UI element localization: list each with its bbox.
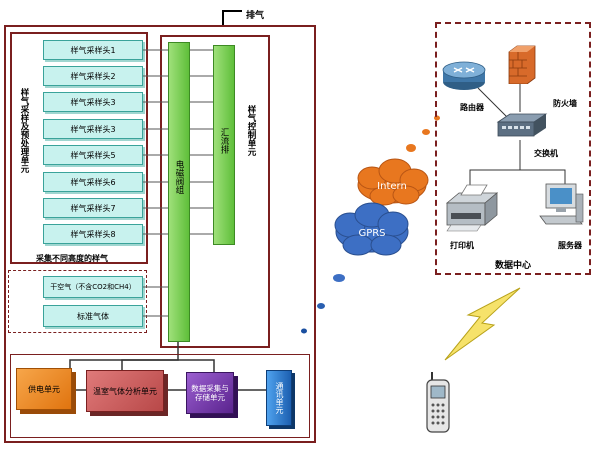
standard-gas-box: 标准气体 [43,305,143,327]
valve-group-bar [168,42,190,342]
switch-label: 交换机 [534,149,558,158]
dry-air-label: 干空气（不含CO2和CH4） [50,283,136,291]
lightning-icon [444,287,521,361]
power-unit: 供电单元 [16,368,72,410]
probe-8: 样气采样头8 [43,224,143,244]
internet-cloud [357,158,429,206]
firewall-icon [508,45,536,84]
printer-icon [445,184,499,232]
internet-label: Intern [377,180,407,192]
control-unit-frame [160,35,270,348]
router-icon [442,61,486,90]
gprs-label: GPRS [358,227,386,239]
probe-5: 样气采样头5 [43,145,143,165]
data-center-title: 数据中心 [495,261,532,271]
data-center-frame [435,22,591,275]
sampling-caption: 采集不同高度的样气 [36,254,108,263]
power-unit-label: 供电单元 [28,384,60,394]
gas-analysis-unit: 温室气体分析单元 [86,370,164,412]
system-frame [4,25,316,443]
control-unit-label: 样气控制单元 [246,105,256,156]
exhaust-line-top [222,10,242,12]
probe-6: 样气采样头6 [43,172,143,192]
firewall-label: 防火墙 [553,99,577,108]
probe-1: 样气采样头1 [43,40,143,60]
gprs-cloud [334,202,409,256]
manifold-bar [213,45,235,245]
comm-unit-label: 通讯单元 [275,382,284,414]
data-storage-unit: 数据采集与存储单元 [186,372,234,414]
mobile-phone-icon [426,372,450,433]
printer-label: 打印机 [450,241,474,250]
probe-2: 样气采样头2 [43,66,143,86]
bottom-modules-frame [10,354,310,438]
switch-icon [496,113,548,137]
gas-analysis-label: 温室气体分析单元 [93,386,157,396]
exhaust-label: 排气 [246,11,265,21]
valve-group-label: 电磁阀组 [174,160,184,194]
probe-7: 样气采样头7 [43,198,143,218]
sampling-unit-label: 样气采样及预处理单元 [19,88,29,173]
dry-air-box: 干空气（不含CO2和CH4） [43,276,143,298]
data-storage-label: 数据采集与存储单元 [191,384,229,402]
manifold-label: 汇流排 [219,128,229,154]
probe-4: 样气采样头3 [43,119,143,139]
exhaust-line [222,10,224,26]
server-label: 服务器 [558,241,582,250]
router-label: 路由器 [460,103,484,112]
reference-gas-frame [8,270,147,333]
server-icon [539,183,584,225]
sampling-unit-frame [10,32,148,264]
probe-3: 样气采样头3 [43,92,143,112]
comm-unit: 通讯单元 [266,370,292,426]
